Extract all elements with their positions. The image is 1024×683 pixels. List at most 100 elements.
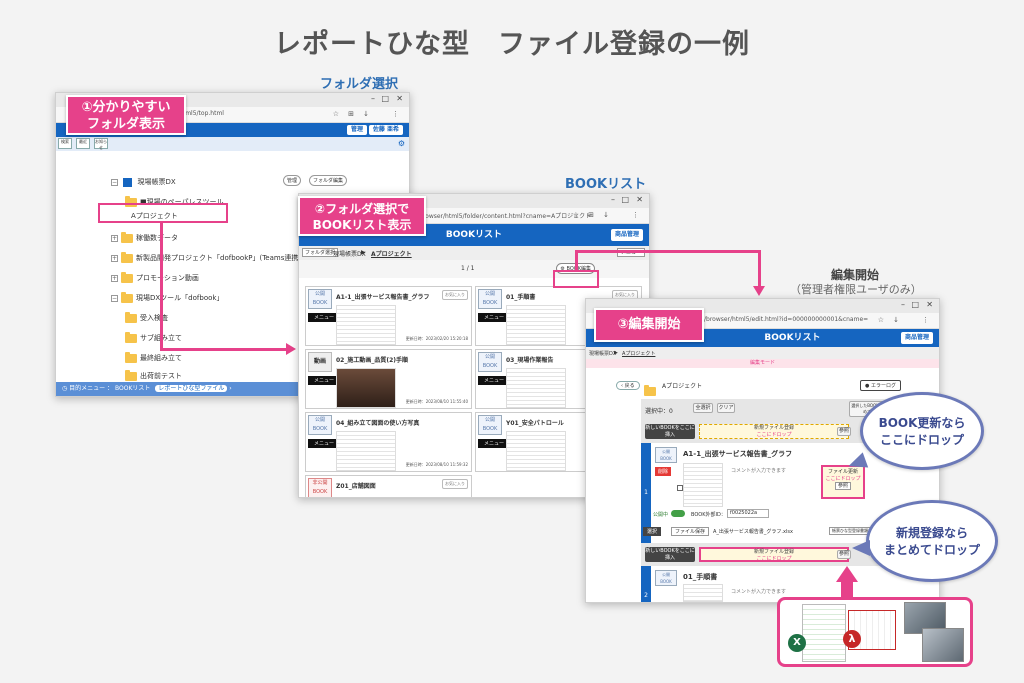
card-menu-button[interactable]: メニュー: [478, 439, 511, 448]
settings-icon[interactable]: ⚙: [397, 139, 405, 148]
delete-button[interactable]: 削除: [655, 467, 672, 476]
tree-item[interactable]: +プロモーション動画: [111, 271, 199, 283]
crumb-sep: ▶: [361, 249, 366, 256]
star-icon[interactable]: ☆: [332, 110, 339, 118]
tree-item[interactable]: +稼働数データ: [111, 231, 178, 243]
minimize-icon[interactable]: –: [371, 94, 375, 103]
booklist-window: – □ ✕ /browser/html5/folder/content.html…: [298, 193, 650, 498]
expand-icon[interactable]: +: [111, 274, 118, 282]
manage-button[interactable]: 管理: [346, 125, 367, 135]
tree-item[interactable]: +新製品開発プロジェクト「dofbookP」(Teams連携): [111, 251, 301, 263]
tree-root-label: 現場帳票DX: [137, 178, 176, 186]
folder-edit-button[interactable]: フォルダ編集: [309, 175, 348, 186]
products-button[interactable]: 商品管理: [610, 229, 643, 241]
book-id-input[interactable]: f0025022a: [727, 509, 769, 518]
more-icon[interactable]: ⋮: [392, 110, 399, 118]
select-button[interactable]: 選択: [643, 527, 662, 536]
book-tag: 公開 BOOK: [478, 289, 502, 309]
card-menu-button[interactable]: メニュー: [478, 376, 511, 385]
tree-item[interactable]: ■現場のペーパレスツール: [125, 195, 224, 207]
footer-menu[interactable]: 目的メニュー: [69, 385, 106, 392]
user-button[interactable]: 佐藤 亜希: [368, 125, 403, 135]
close-icon[interactable]: ✕: [926, 300, 933, 309]
close-icon[interactable]: ✕: [636, 195, 643, 204]
crumb-leaf[interactable]: Aプロジェクト: [371, 251, 412, 258]
tree-item[interactable]: 最終組み立て: [125, 351, 182, 363]
fav-button[interactable]: お気に入り: [442, 479, 468, 489]
admin-button[interactable]: 管理: [283, 175, 302, 186]
star-icon[interactable]: ☆: [877, 316, 884, 324]
comment-field[interactable]: コメントが入力できます: [731, 589, 787, 595]
folder-tree: − 現場帳票DX 管理 フォルダ編集 ■現場のペーパレスツール Aプロジェクト …: [111, 175, 409, 381]
maximize-icon[interactable]: □: [621, 195, 629, 204]
select-all-button[interactable]: 全選択: [693, 403, 713, 413]
minimize-icon[interactable]: –: [901, 300, 905, 309]
folder-select-button[interactable]: フォルダ選択: [302, 248, 339, 257]
extension-icon[interactable]: ⊞: [588, 211, 594, 219]
more-icon[interactable]: ⋮: [922, 316, 929, 324]
book-thumbnail: [506, 368, 566, 408]
error-log-button[interactable]: ● エラーログ: [860, 380, 901, 391]
tree-item-selected[interactable]: Aプロジェクト: [131, 211, 178, 221]
public-toggle[interactable]: [671, 510, 685, 517]
new-file-drop-zone[interactable]: 新規ファイル登録ここにドロップ: [699, 547, 849, 562]
crumb-root[interactable]: 現場帳票DX: [589, 351, 617, 357]
expand-icon[interactable]: +: [111, 234, 118, 242]
toolbar-search[interactable]: 検索: [58, 138, 72, 149]
ref-button[interactable]: 参照: [837, 550, 851, 559]
update-drop-zone[interactable]: ファイル更新ここにドロップ 参照: [821, 465, 865, 499]
folder-icon: [125, 195, 137, 207]
close-icon[interactable]: ✕: [396, 94, 403, 103]
book-card[interactable]: 公開 BOOK A1-1_出張サービス報告書_グラフ お気に入り メニュー 更新…: [305, 286, 472, 346]
file-save-button[interactable]: ファイル保存: [671, 527, 710, 536]
new-bubble-tail: [852, 540, 870, 556]
tree-item-label: Aプロジェクト: [131, 212, 178, 220]
ref-button[interactable]: 参照: [834, 482, 851, 490]
highlight-folder: [98, 203, 228, 223]
tree-root[interactable]: − 現場帳票DX: [111, 177, 176, 187]
collapse-icon[interactable]: −: [111, 178, 118, 186]
clear-button[interactable]: クリア: [717, 403, 735, 413]
fav-button[interactable]: お気に入り: [442, 290, 468, 300]
maximize-icon[interactable]: □: [381, 94, 389, 103]
card-menu-button[interactable]: メニュー: [308, 313, 341, 322]
extension-icon[interactable]: ⊞: [348, 110, 354, 118]
footer-book[interactable]: BOOKリスト: [115, 385, 151, 392]
book-thumbnail: [506, 431, 566, 471]
minimize-icon[interactable]: –: [611, 195, 615, 204]
crumb-leaf[interactable]: Aプロジェクト: [622, 351, 656, 357]
star-icon[interactable]: ☆: [572, 211, 579, 219]
maximize-icon[interactable]: □: [911, 300, 919, 309]
download-icon[interactable]: ↓: [603, 211, 609, 219]
products-button[interactable]: 商品管理: [900, 332, 933, 344]
new-file-drop-zone[interactable]: 新規ファイル登録ここにドロップ: [699, 424, 849, 439]
crumb-root[interactable]: 現場帳票DX: [333, 251, 366, 258]
book-card[interactable]: 非公開 BOOK Z01_店舗図面 お気に入り: [305, 475, 472, 497]
card-menu-button[interactable]: メニュー: [308, 439, 341, 448]
more-icon[interactable]: ⋮: [632, 211, 639, 219]
insert-here-button[interactable]: 新しいBOOKをここに挿入: [645, 424, 695, 439]
card-menu-button[interactable]: メニュー: [308, 376, 341, 385]
ref-button[interactable]: 参照: [837, 427, 851, 436]
back-button[interactable]: ‹ 戻る: [616, 381, 640, 390]
excel-document: [802, 604, 846, 662]
tree-item[interactable]: 出荷前テスト: [125, 369, 182, 381]
download-icon[interactable]: ↓: [893, 316, 899, 324]
toolbar-recent[interactable]: 最近: [76, 138, 90, 149]
comment-field[interactable]: コメントが入力できます: [731, 468, 787, 474]
insert-here-button[interactable]: 新しいBOOKをここに挿入: [645, 547, 695, 562]
card-menu-button[interactable]: メニュー: [478, 313, 511, 322]
expand-icon[interactable]: +: [111, 254, 118, 262]
download-icon[interactable]: ↓: [363, 110, 369, 118]
tree-item[interactable]: −現場DXツール「dofbook」: [111, 291, 223, 303]
toolbar-notice[interactable]: お知らせ: [94, 138, 108, 150]
tree-item[interactable]: 受入検査: [125, 311, 168, 323]
footer-chip[interactable]: レポートひな型ファイル: [155, 385, 228, 392]
book-card[interactable]: 動画 02_施工動画_品質(2)手順 メニュー 更新日時：2023/08/10 …: [305, 349, 472, 409]
collapse-icon[interactable]: −: [111, 294, 118, 302]
tree-item[interactable]: サブ組み立て: [125, 331, 182, 343]
book-card[interactable]: 公開 BOOK 04_組み立て図面の使い方写真 メニュー 更新日時：2023/0…: [305, 412, 472, 472]
arrow-1-vertical: [160, 223, 163, 351]
step2-badge: ②フォルダ選択で BOOKリスト表示: [298, 196, 426, 236]
select-checkbox[interactable]: [677, 485, 683, 491]
